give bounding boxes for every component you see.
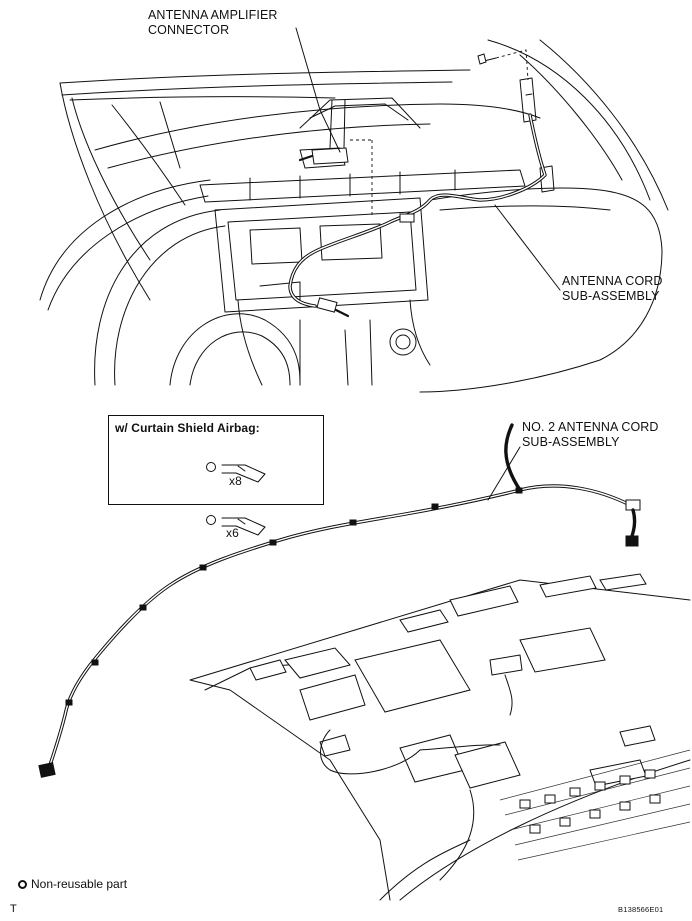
figure-id: B138566E01: [618, 905, 664, 914]
callout-line: ANTENNA CORD: [562, 274, 663, 288]
callout-line: ANTENNA AMPLIFIER: [148, 8, 278, 22]
non-reusable-icon-outside: [206, 515, 216, 525]
callout-line: CONNECTOR: [148, 23, 230, 37]
dashboard-illustration: [39, 39, 669, 393]
leader-antenna-cord: [494, 204, 561, 291]
leader-amplifier-connector: [295, 27, 341, 153]
footer-letter: T: [10, 903, 17, 915]
non-reusable-circle-icon: [18, 879, 27, 889]
quantity-label-box: x8: [229, 474, 242, 488]
callout-antenna-amplifier-connector: ANTENNA AMPLIFIER CONNECTOR: [148, 8, 278, 38]
callout-line: SUB-ASSEMBLY: [562, 289, 660, 303]
no2-antenna-cord: [38, 423, 641, 778]
leader-no2-cord: [487, 446, 521, 501]
callout-antenna-cord-sub-assembly: ANTENNA CORD SUB-ASSEMBLY: [562, 274, 663, 304]
curtain-box-part: [206, 462, 266, 483]
legend-label: Non-reusable part: [31, 877, 128, 891]
curtain-shield-airbag-box: w/ Curtain Shield Airbag: x8: [108, 415, 324, 505]
callout-no2-antenna-cord-sub-assembly: NO. 2 ANTENNA CORD SUB-ASSEMBLY: [522, 420, 659, 450]
curtain-box-title: w/ Curtain Shield Airbag:: [115, 421, 260, 435]
outside-part: [206, 515, 266, 536]
callout-line: SUB-ASSEMBLY: [522, 435, 620, 449]
callout-line: NO. 2 ANTENNA CORD: [522, 420, 659, 434]
non-reusable-icon-box: [206, 462, 216, 472]
antenna-cord-upper: [288, 113, 547, 318]
quantity-label-outside: x6: [226, 526, 239, 540]
legend: Non-reusable part: [18, 877, 127, 891]
headliner-illustration: [189, 573, 691, 901]
